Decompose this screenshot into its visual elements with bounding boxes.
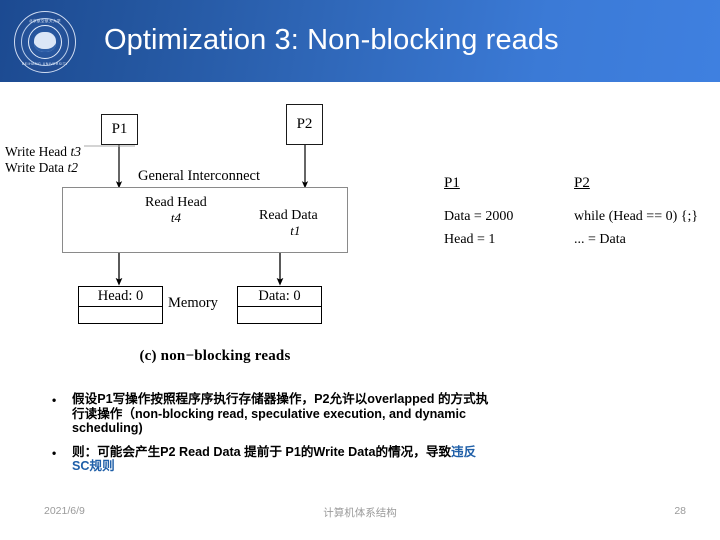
bullet-1-line-2: 行读操作（non-blocking read, speculative exec…	[72, 406, 466, 421]
write-data-label-row: Write Data t2	[5, 160, 81, 176]
read-data-label-group: Read Data t1	[259, 208, 318, 239]
read-data-time: t1	[290, 223, 301, 238]
slide-footer: 2021/6/9 计算机体系结构 28	[0, 500, 720, 530]
write-operation-labels: Write Head t3 Write Data t2	[5, 144, 81, 175]
figure-caption: (c) non−blocking reads	[139, 348, 291, 364]
memory-data-box: Data: 0	[237, 286, 322, 324]
general-interconnect-box	[62, 187, 348, 253]
code-column-p1: P1 Data = 2000 Head = 1	[444, 175, 513, 251]
read-data-label: Read Data	[259, 208, 318, 223]
write-head-label: Write Head	[5, 144, 68, 159]
footer-page-number: 28	[674, 505, 686, 517]
write-head-time: t3	[70, 144, 81, 159]
bullet-item-1: • 假设P1写操作按照程序序执行存储器操作，P2允许以overlapped 的方…	[36, 392, 696, 436]
university-logo: 北京航空航天大学 BEIHANG UNIVERSITY	[14, 11, 76, 73]
footer-date: 2021/6/9	[44, 505, 85, 517]
read-head-label: Read Head	[145, 195, 207, 210]
read-head-label-group: Read Head t4	[145, 195, 207, 226]
memory-head-value: Head: 0	[79, 287, 162, 307]
bullet-2-highlight: SC规则	[72, 459, 115, 474]
processor-p2-box: P2	[286, 104, 323, 145]
architecture-figure: P1 P2 Write Head t3 Write Data t2 Genera…	[0, 92, 430, 382]
bullet-marker: •	[52, 445, 57, 460]
page-title: Optimization 3: Non-blocking reads	[104, 24, 559, 56]
general-interconnect-label: General Interconnect	[138, 168, 260, 184]
code-p1-line-1: Data = 2000	[444, 209, 514, 224]
memory-head-box: Head: 0	[78, 286, 163, 324]
logo-bottom-text: BEIHANG UNIVERSITY	[21, 62, 69, 66]
bullet-list: • 假设P1写操作按照程序序执行存储器操作，P2允许以overlapped 的方…	[36, 392, 696, 474]
logo-ring-outer	[21, 18, 69, 66]
code-p2-line-2: ... = Data	[574, 232, 626, 247]
bullet-2-highlight-inline: 违反	[451, 444, 477, 459]
slide-header-banner: 北京航空航天大学 BEIHANG UNIVERSITY Optimization…	[0, 0, 720, 82]
processor-p1-box: P1	[101, 114, 138, 145]
logo-emblem	[34, 32, 56, 52]
memory-data-value: Data: 0	[238, 287, 321, 307]
memory-label: Memory	[168, 295, 218, 311]
bullet-2-line-1: 则：可能会产生P2 Read Data 提前于 P1的Write Data的情况…	[72, 445, 696, 460]
bullet-1-line-1: 假设P1写操作按照程序序执行存储器操作，P2允许以overlapped 的方式执	[72, 392, 489, 406]
bullet-2-text: 则：可能会产生P2 Read Data 提前于 P1的Write Data的情况…	[72, 444, 452, 459]
code-column-p2: P2 while (Head == 0) {;} ... = Data	[574, 175, 698, 251]
footer-course-title: 计算机体系结构	[323, 507, 397, 519]
read-head-time: t4	[170, 210, 181, 225]
logo-ring-inner	[28, 25, 62, 59]
logo-top-text: 北京航空航天大学	[29, 19, 61, 23]
write-data-time: t2	[67, 159, 78, 175]
code-p2-line-1: while (Head == 0) {;}	[574, 209, 699, 224]
bullet-marker: •	[52, 393, 57, 407]
bullet-1-line-3: scheduling)	[72, 421, 143, 436]
write-head-label-row: Write Head t3	[5, 144, 81, 160]
write-data-label: Write Data	[5, 159, 65, 175]
code-p2-header: P2	[574, 175, 590, 191]
code-listing: P1 Data = 2000 Head = 1 P2 while (Head =…	[432, 175, 720, 270]
code-p1-line-2: Head = 1	[444, 232, 496, 247]
bullet-item-2: • 则：可能会产生P2 Read Data 提前于 P1的Write Data的…	[36, 445, 696, 474]
code-p1-header: P1	[444, 175, 460, 191]
